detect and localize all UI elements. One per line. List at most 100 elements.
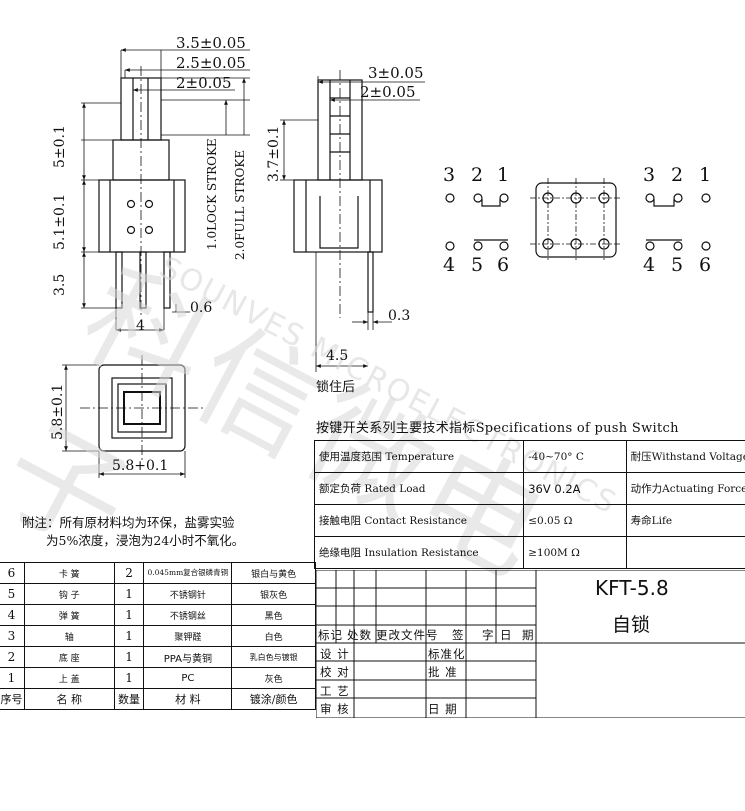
part-finish: 乳白色与镀银 <box>232 647 316 668</box>
spec-cell <box>626 537 745 569</box>
part-material: 不锈钢针 <box>144 584 232 605</box>
spec-title: 按键开关系列主要技术指标Specifications of push Switc… <box>316 417 679 436</box>
part-material: 不锈钢丝 <box>144 605 232 626</box>
pin-label: 2 <box>671 164 683 186</box>
part-material: PC <box>144 668 232 689</box>
part-finish: 银灰色 <box>232 584 316 605</box>
spec-table: 使用温度范围 Temperature -40~70° C 耐压Withstand… <box>314 440 745 569</box>
dim-stem-slot: 2±0.05 <box>176 74 232 92</box>
part-name: 卡 簧 <box>24 563 114 584</box>
pin-label: 2 <box>471 164 483 186</box>
dim-pin-length: 3.5 <box>52 274 68 296</box>
spec-cell: 耐压Withstand Voltage <box>626 441 745 473</box>
dim-side-depth: 4.5 <box>326 348 348 364</box>
dim-stem-width: 3.5±0.05 <box>176 34 246 52</box>
spec-cell: ≤0.05 Ω <box>524 505 626 537</box>
pin-label: 3 <box>643 164 655 186</box>
table-row: 使用温度范围 Temperature -40~70° C 耐压Withstand… <box>315 441 745 473</box>
note-line-2: 为5%浓度，浸泡为24小时不氧化。 <box>46 530 244 549</box>
rev-header: 字 <box>482 627 495 643</box>
part-qty: 1 <box>114 584 144 605</box>
col-header: 镀涂/颜色 <box>232 689 316 710</box>
part-no: 1 <box>0 668 24 689</box>
part-no: 6 <box>0 563 24 584</box>
part-no: 4 <box>0 605 24 626</box>
part-name: 上 盖 <box>24 668 114 689</box>
pin-label: 1 <box>699 164 711 186</box>
part-finish: 灰色 <box>232 668 316 689</box>
rev-header: 日 <box>500 627 513 643</box>
spec-cell: ≥100M Ω <box>524 537 626 569</box>
pin-label: 4 <box>643 254 655 276</box>
rev-header: 处数 <box>347 627 372 643</box>
rev-header: 期 <box>522 627 535 643</box>
spec-cell: 绝缘电阻 Insulation Resistance <box>315 537 524 569</box>
part-name: 弹 簧 <box>24 605 114 626</box>
date-label: 日 期 <box>428 701 458 717</box>
dim-side-height: 3.7±0.1 <box>266 126 282 182</box>
part-name: 钩 子 <box>24 584 114 605</box>
col-header: 材 料 <box>144 689 232 710</box>
table-row: 1 上 盖 1 PC 灰色 <box>0 668 316 689</box>
part-qty: 1 <box>114 605 144 626</box>
col-header: 名 称 <box>24 689 114 710</box>
part-name: 轴 <box>24 626 114 647</box>
spec-cell: 使用温度范围 Temperature <box>315 441 524 473</box>
table-row: 5 钩 子 1 不锈钢针 银灰色 <box>0 584 316 605</box>
part-name: 底 座 <box>24 647 114 668</box>
part-material: 聚钾醛 <box>144 626 232 647</box>
rev-header: 标记 <box>318 627 343 643</box>
model-number: KFT-5.8 <box>595 576 669 600</box>
review-label: 审 核 <box>320 701 350 717</box>
part-no: 3 <box>0 626 24 647</box>
part-material: 0.045mm复合银磷青铜 <box>144 563 232 584</box>
check-label: 校 对 <box>320 664 350 680</box>
title-block <box>316 570 745 718</box>
table-header-row: 序号 名 称 数量 材 料 镀涂/颜色 <box>0 689 316 710</box>
standardize-label: 标准化 <box>428 646 466 662</box>
pin-label: 4 <box>443 254 455 276</box>
spec-cell: 动作力Actuating Force <box>626 473 745 505</box>
part-finish: 银白与黄色 <box>232 563 316 584</box>
pin-label: 6 <box>497 254 509 276</box>
dim-body-height: 5.1±0.1 <box>52 194 68 250</box>
part-no: 2 <box>0 647 24 668</box>
pin-label: 1 <box>497 164 509 186</box>
dim-side-pin: 0.3 <box>388 308 410 324</box>
table-row: 4 弹 簧 1 不锈钢丝 黑色 <box>0 605 316 626</box>
part-material: PPA与黄铜 <box>144 647 232 668</box>
dim-stem-inner: 2.5±0.05 <box>176 54 246 72</box>
col-header: 序号 <box>0 689 24 710</box>
spec-cell: 36V 0.2A <box>524 473 626 505</box>
pin-label: 5 <box>671 254 683 276</box>
rev-header: 签 <box>452 627 465 643</box>
dim-side-stem-inner: 2±0.05 <box>360 83 416 101</box>
table-row: 6 卡 簧 2 0.045mm复合银磷青铜 银白与黄色 <box>0 563 316 584</box>
dim-top-width: 5.8+0.1 <box>112 458 168 474</box>
table-row: 2 底 座 1 PPA与黄铜 乳白色与镀银 <box>0 647 316 668</box>
part-finish: 黑色 <box>232 605 316 626</box>
note-line-1: 附注：所有原材料均为环保，盐雾实验 <box>22 512 235 531</box>
locked-label: 锁住后 <box>316 376 355 395</box>
pin-label: 3 <box>443 164 455 186</box>
part-qty: 1 <box>114 668 144 689</box>
dim-lock-stroke: 1.0LOCK STROKE <box>205 138 219 250</box>
col-header: 数量 <box>114 689 144 710</box>
spec-cell: 寿命Life <box>626 505 745 537</box>
table-row: 额定负荷 Rated Load 36V 0.2A 动作力Actuating Fo… <box>315 473 745 505</box>
spec-cell: 接触电阻 Contact Resistance <box>315 505 524 537</box>
part-no: 5 <box>0 584 24 605</box>
dim-full-stroke: 2.0FULL STROKE <box>233 150 247 260</box>
dim-side-stem-width: 3±0.05 <box>368 64 424 82</box>
front-view <box>81 50 250 330</box>
pin-schematic <box>446 178 710 262</box>
dim-stem-height: 5±0.1 <box>52 125 68 168</box>
spec-cell: -40~70° C <box>524 441 626 473</box>
rev-header: 更改文件号 <box>376 627 439 643</box>
dim-pin-width: 0.6 <box>190 300 212 316</box>
approve-label: 批 准 <box>428 664 458 680</box>
part-finish: 白色 <box>232 626 316 647</box>
pin-label: 5 <box>471 254 483 276</box>
parts-table: 6 卡 簧 2 0.045mm复合银磷青铜 银白与黄色 5 钩 子 1 不锈钢针… <box>0 562 316 710</box>
part-qty: 1 <box>114 647 144 668</box>
